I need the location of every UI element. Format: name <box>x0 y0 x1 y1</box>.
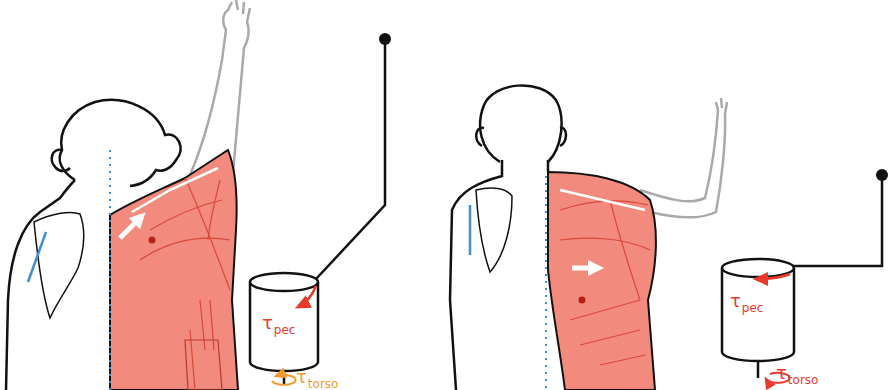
right-figure <box>450 85 727 390</box>
torque-subscript: pec <box>742 302 764 314</box>
torque-subscript: torso <box>308 378 339 390</box>
right-model <box>722 169 888 383</box>
shoulder-blade <box>476 188 512 272</box>
shaft <box>757 361 760 378</box>
left-figure <box>6 0 250 390</box>
torque-subscript: torso <box>788 374 819 386</box>
scapula-spine <box>469 205 472 255</box>
midline <box>109 150 111 390</box>
clavicle <box>132 168 218 212</box>
head <box>60 100 181 186</box>
torque-symbol: τ <box>776 364 787 382</box>
center-dot <box>579 297 586 304</box>
torque-arrow <box>756 274 790 279</box>
cylinder-top <box>722 259 794 277</box>
head <box>480 85 561 162</box>
torque-arrow <box>298 286 316 307</box>
raised-arm <box>640 98 727 217</box>
scapula-spine <box>28 232 46 282</box>
ear <box>52 150 70 171</box>
muscle-fibres <box>560 200 650 365</box>
torque-symbol: τ <box>296 368 307 386</box>
torso-outline <box>450 160 548 390</box>
force-arrow <box>572 266 596 271</box>
torso-torque-arrow <box>272 375 296 385</box>
force-arrow <box>120 218 140 238</box>
left-model <box>250 33 391 385</box>
cylinder-top <box>250 273 318 291</box>
shoulder-blade <box>34 212 84 318</box>
torque-symbol: τ <box>262 314 273 332</box>
muscle-fibres <box>140 178 230 390</box>
pectoral-muscle <box>110 150 238 390</box>
ears <box>476 128 566 146</box>
pectoral-muscle <box>548 172 656 390</box>
cylinder-body <box>722 268 794 361</box>
midline <box>545 176 547 390</box>
torque-symbol: τ <box>730 292 741 310</box>
lever-rod <box>316 40 385 279</box>
shaft <box>283 371 286 385</box>
muscle-detail <box>185 340 222 390</box>
end-mass <box>876 169 888 181</box>
clavicle <box>560 190 645 210</box>
end-mass <box>379 33 391 45</box>
lever-rod <box>792 176 882 266</box>
cylinder-body <box>250 282 318 371</box>
torque-subscript: pec <box>274 324 296 336</box>
center-dot <box>149 237 156 244</box>
